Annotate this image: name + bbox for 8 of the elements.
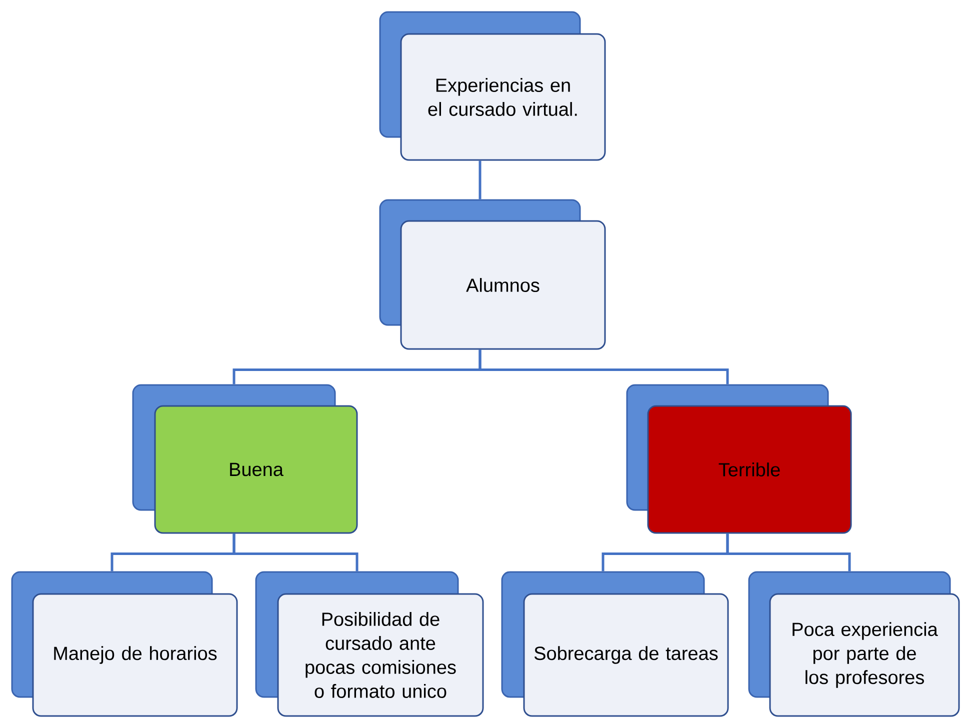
process-box: Manejo de horarios (11, 571, 238, 717)
process-box: Terrible (626, 384, 852, 534)
process-box: Buena (132, 384, 358, 534)
process-box: Poca experiencia por parte de los profesores (748, 571, 960, 717)
process-box: Posibilidad de cursado ante pocas comisiones o formato unico (255, 571, 484, 717)
process-box: Alumnos (379, 199, 606, 350)
process-box: Sobrecarga de tareas (501, 571, 729, 717)
process-box: Experiencias en el cursado virtual. (379, 11, 606, 161)
